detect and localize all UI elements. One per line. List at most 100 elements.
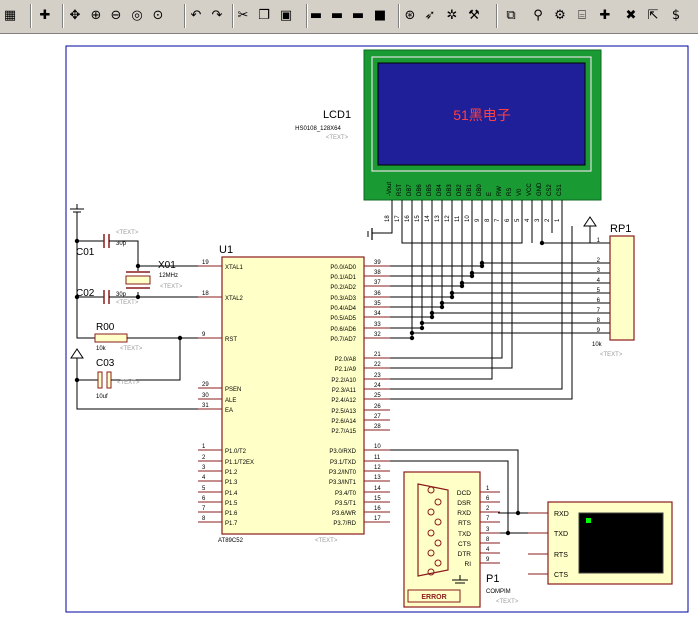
db9-pin-circle xyxy=(434,559,442,567)
lcd-screen-text: 51黑电子 xyxy=(453,107,511,123)
r00-ref-label: R00 xyxy=(96,322,115,333)
block-delete-button[interactable]: ■ xyxy=(370,5,390,25)
lcd-pin-number: 14 xyxy=(425,215,431,222)
mcu-pin-number: 33 xyxy=(374,322,381,328)
compim-p1-component[interactable]: DCD1DSR6RXD2RTS7TXD3CTS8DTR4RI9ERRORP1CO… xyxy=(403,471,519,608)
lcd-pin-number: 3 xyxy=(535,218,541,222)
grid-button[interactable]: ▦ xyxy=(0,5,20,25)
mcu-pin-number: 32 xyxy=(374,332,381,338)
search-button[interactable]: ⚲ xyxy=(528,5,548,25)
compim-error-text: ERROR xyxy=(421,594,446,601)
explorer-icon: ⌸ xyxy=(578,7,586,23)
origin-button[interactable]: ✚ xyxy=(35,5,55,25)
zoom-in-button[interactable]: ⊕ xyxy=(86,5,106,25)
zoom-out-button[interactable]: ⊖ xyxy=(106,5,126,25)
lcd-pin-label: DB5 xyxy=(427,184,433,196)
mcu-pin-number: 4 xyxy=(202,475,206,481)
schematic-drawing[interactable]: 51黑电子LCD1HS0108_128X64<TEXT>-Vout18RST17… xyxy=(0,34,698,621)
copy-button[interactable]: ❐ xyxy=(254,5,274,25)
undo-button[interactable]: ↶ xyxy=(186,5,206,25)
power-symbol xyxy=(70,348,84,359)
c03-plate[interactable] xyxy=(97,371,103,389)
wire xyxy=(390,226,463,287)
wire xyxy=(390,226,423,329)
rp1-pin-number: 7 xyxy=(597,308,601,314)
lcd-pin-label: GND xyxy=(537,182,543,196)
block-rotate-button[interactable]: ▬ xyxy=(348,5,368,25)
mcu-pin-number: 5 xyxy=(202,486,206,492)
c02-text-placeholder: <TEXT> xyxy=(116,300,139,306)
lcd-text-placeholder: <TEXT> xyxy=(326,135,349,141)
compim-pin-number: 9 xyxy=(486,557,490,563)
mcu-body[interactable] xyxy=(221,256,365,535)
zoom-in-icon: ⊕ xyxy=(90,7,102,23)
c01-ref-label: C01 xyxy=(76,247,95,258)
junction-dot xyxy=(439,304,445,310)
mcu-pin-label: P0.4/AD4 xyxy=(330,306,356,312)
r00-body[interactable] xyxy=(94,333,128,343)
mcu-pin-label: P2.3/A11 xyxy=(332,388,357,394)
wire xyxy=(109,240,198,267)
package-icon: ✲ xyxy=(446,7,458,23)
r00-value-label: 10k xyxy=(96,346,107,352)
mcu-part-label: AT89C52 xyxy=(218,538,244,544)
mcu-pin-label: P2.4/A12 xyxy=(331,398,356,404)
lcd-pin-label: DB3 xyxy=(447,184,453,196)
mcu-pin-label: P0.2/AD2 xyxy=(330,285,356,291)
mcu-pin-label: RST xyxy=(225,337,237,343)
mcu-ref-label: U1 xyxy=(219,244,233,256)
redo-button[interactable]: ↷ xyxy=(207,5,227,25)
compim-body[interactable] xyxy=(403,471,481,608)
rp1-body[interactable] xyxy=(609,235,635,341)
property-tool-button[interactable]: ⚙ xyxy=(550,5,570,25)
lcd-pin-number: 11 xyxy=(455,215,461,222)
cut-button[interactable]: ✂ xyxy=(233,5,253,25)
exit-to-parent-button[interactable]: ⇱ xyxy=(643,5,663,25)
mcu-u1-component[interactable]: U1AT89C52<TEXT>19XTAL118XTAL29RST29PSEN3… xyxy=(198,244,390,544)
lcd-pin-number: 15 xyxy=(415,215,421,222)
scissors-icon: ✂ xyxy=(237,7,249,23)
lcd-part-label: HS0108_128X64 xyxy=(295,126,341,132)
mcu-pin-label: P0.3/AD3 xyxy=(330,296,356,302)
bill-of-materials-button[interactable]: $ xyxy=(666,5,686,25)
lcd-pin-number: 17 xyxy=(395,215,401,222)
c03-plate[interactable] xyxy=(106,371,112,389)
mcu-pin-label: ALE xyxy=(225,398,236,404)
rp1-pin-number: 9 xyxy=(597,328,601,334)
paste-button[interactable]: ▣ xyxy=(276,5,296,25)
wire-autorouter-button[interactable]: ⧉ xyxy=(501,5,521,25)
mcu-pin-label: XTAL2 xyxy=(225,296,244,302)
junction-dot xyxy=(409,335,415,341)
make-device-button[interactable]: ➶ xyxy=(420,5,440,25)
delete-sheet-button[interactable]: ✖ xyxy=(621,5,641,25)
package-tool-button[interactable]: ✲ xyxy=(442,5,462,25)
compim-pin-label: TXD xyxy=(458,531,471,538)
junction-dot xyxy=(429,310,435,316)
lcd-pin-number: 2 xyxy=(545,218,551,222)
block-move-button[interactable]: ▬ xyxy=(327,5,347,25)
mcu-pin-number: 13 xyxy=(374,475,381,481)
zoom-all-button[interactable]: ◎ xyxy=(127,5,147,25)
block-copy-button[interactable]: ▬ xyxy=(306,5,326,25)
mcu-pin-number: 2 xyxy=(202,455,206,461)
new-sheet-button[interactable]: ✚ xyxy=(595,5,615,25)
lcd-pin-label: DB0 xyxy=(477,184,483,196)
mcu-pin-label: P1.5 xyxy=(225,501,238,507)
pan-button[interactable]: ✥ xyxy=(65,5,85,25)
lcd-pin-label: CS1 xyxy=(557,184,563,196)
decompose-button[interactable]: ⚒ xyxy=(464,5,484,25)
zoom-area-button[interactable]: ⊙ xyxy=(148,5,168,25)
lcd-component[interactable]: 51黑电子LCD1HS0108_128X64<TEXT>-Vout18RST17… xyxy=(295,49,602,226)
mcu-text-placeholder: <TEXT> xyxy=(315,538,338,544)
design-explorer-button[interactable]: ⌸ xyxy=(572,5,592,25)
x01-body[interactable] xyxy=(125,275,151,285)
rp1-pin-number: 5 xyxy=(597,288,601,294)
db9-pin-circle xyxy=(427,508,435,516)
block-move-icon: ▬ xyxy=(330,7,344,23)
pick-device-button[interactable]: ⊛ xyxy=(400,5,420,25)
